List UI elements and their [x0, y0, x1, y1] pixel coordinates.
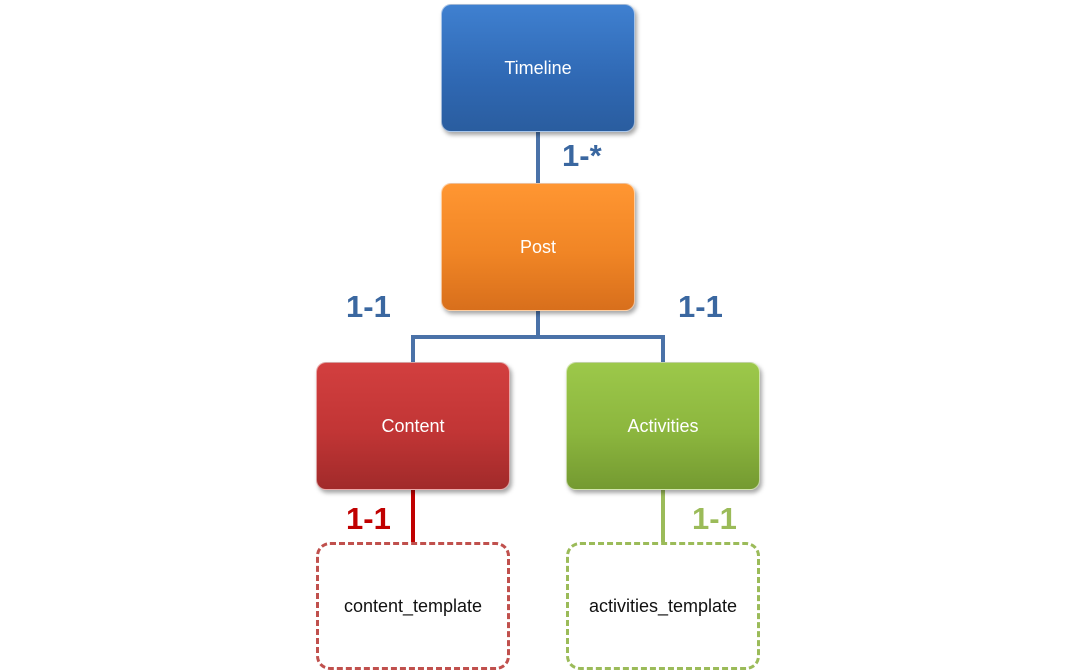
multiplicity-post-activities: 1-1 — [678, 289, 723, 324]
multiplicity-activities-template: 1-1 — [692, 501, 737, 536]
timeline-label: Timeline — [504, 57, 572, 78]
activities-template-node: activities_template — [566, 542, 760, 670]
activities-template-label: activities_template — [588, 595, 738, 616]
post-node: Post — [441, 183, 635, 311]
content-template-label: content_template — [343, 595, 483, 616]
activities-node: Activities — [566, 362, 760, 490]
post-label: Post — [519, 236, 557, 257]
timeline-node: Timeline — [441, 4, 635, 132]
multiplicity-timeline-post: 1-* — [562, 138, 602, 173]
multiplicity-content-template: 1-1 — [346, 501, 391, 536]
content-label: Content — [381, 415, 445, 436]
multiplicity-post-content: 1-1 — [346, 289, 391, 324]
content-node: Content — [316, 362, 510, 490]
activities-label: Activities — [627, 415, 699, 436]
content-template-node: content_template — [316, 542, 510, 670]
